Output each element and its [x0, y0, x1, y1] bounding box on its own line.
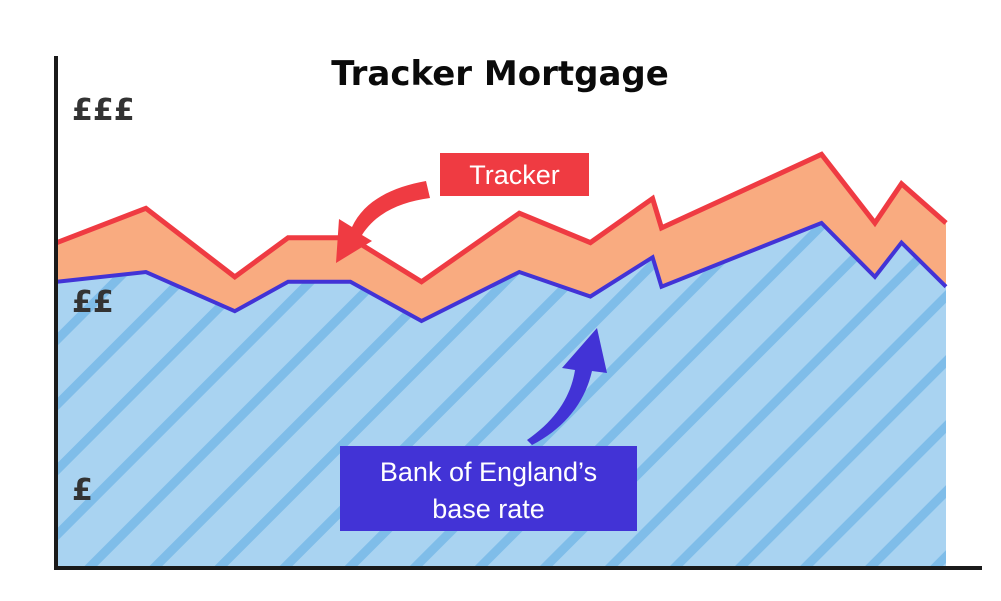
curved-arrow-icon — [336, 181, 430, 263]
line-layer — [56, 151, 948, 324]
base-rate-area — [57, 223, 946, 566]
y-tick-label-mid: ££ — [72, 285, 114, 320]
y-tick-label-low: £ — [72, 473, 93, 508]
tracker-label-box — [440, 153, 589, 196]
curved-arrow-icon — [527, 328, 607, 445]
tracker-series-line — [56, 151, 948, 285]
y-tick-label-high: £££ — [72, 93, 135, 128]
tracker-annotation: Tracker — [336, 153, 589, 263]
base-rate-label-line-2: base rate — [432, 494, 545, 524]
base-rate-series-line — [56, 220, 948, 324]
base-rate-annotation: Bank of England’s base rate — [340, 328, 637, 531]
chart-title: Tracker Mortgage — [331, 54, 669, 94]
base-rate-label-line-1: Bank of England’s — [380, 457, 597, 487]
tracker-label: Tracker — [469, 160, 560, 190]
area-layer — [57, 154, 946, 566]
base-rate-label-box — [340, 446, 637, 531]
tracker-band-area — [57, 154, 946, 321]
